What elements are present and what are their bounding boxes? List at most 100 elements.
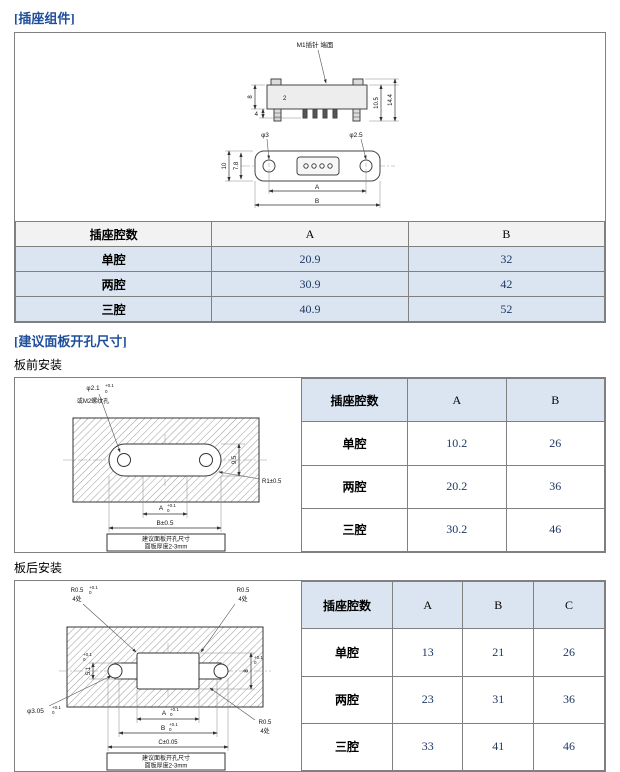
rear-mount-table: 插座腔数 A B C 单腔 13 21 26 两腔 23 31 36: [301, 580, 605, 772]
col-header-cavity: 插座腔数: [301, 580, 393, 630]
cell-cavity: 单腔: [14, 246, 213, 272]
dim-9-5: 9.5: [232, 455, 238, 464]
table-row: 三腔 40.9 52: [14, 296, 606, 322]
phi2-5-leader: [360, 138, 367, 160]
phi3-leader: [266, 138, 271, 160]
cell-cavity: 三腔: [14, 296, 213, 322]
cell-a: 40.9: [211, 296, 409, 322]
cell-cavity: 三腔: [301, 722, 393, 772]
col-header-b: B: [462, 580, 535, 630]
col-header-b: B: [407, 221, 606, 247]
table-row: 两腔 20.2 36: [300, 464, 606, 509]
cell-cavity: 两腔: [301, 675, 393, 724]
tolerance-zero: 0: [83, 657, 86, 662]
front-mount-box: φ2.1 +0.1 0 或M2螺纹孔 9.5 R1±0.5 A +0: [14, 377, 606, 553]
cell-b: 46: [505, 507, 606, 553]
cell-c: 26: [533, 628, 605, 677]
table-row: 单腔 20.9 32: [14, 246, 606, 272]
dim-14-4: 14.4: [388, 94, 394, 106]
dimension-lines-side: [253, 78, 397, 122]
dimension-lines-face: [227, 150, 381, 207]
col-header-a: A: [211, 221, 409, 247]
tolerance-plus: +0.1: [170, 707, 179, 712]
dim-a: A: [162, 710, 167, 717]
tolerance-plus: +0.1: [105, 383, 114, 388]
table-row: 单腔 13 21 26: [301, 628, 605, 677]
datasheet-page: [插座组件]: [14, 11, 606, 772]
dim-10-5: 10.5: [374, 97, 380, 109]
connector-side-view: [266, 78, 368, 122]
dim-a: A: [315, 184, 320, 191]
cell-cavity: 单腔: [300, 421, 409, 466]
tolerance-plus: +0.1: [52, 705, 61, 710]
tolerance-zero: 0: [52, 710, 55, 715]
note-line2: 面板厚度2-3mm: [145, 543, 188, 551]
cell-a: 10.2: [407, 421, 507, 466]
tolerance-zero: 0: [169, 727, 172, 732]
label-phi3-05: φ3.05: [27, 708, 44, 715]
cell-a: 20.9: [211, 246, 409, 272]
tolerance-plus: +0.1: [89, 585, 98, 590]
phi3-05-leader: [48, 675, 112, 707]
r05-bottomright-leader: [209, 687, 256, 721]
label-r1: R1±0.5: [262, 479, 282, 485]
col-header-cavity: 插座腔数: [14, 221, 213, 247]
rear-mount-table-wrap: 插座腔数 A B C 单腔 13 21 26 两腔 23 31 36: [301, 580, 605, 772]
front-mount-drawing: φ2.1 +0.1 0 或M2螺纹孔 9.5 R1±0.5 A +0: [63, 383, 282, 552]
col-header-c: C: [533, 580, 605, 630]
body-mark: 2: [283, 96, 287, 102]
screw-hole-left: [107, 663, 123, 679]
cell-cavity: 两腔: [14, 271, 213, 297]
dim-c: C±0.05: [158, 740, 178, 746]
section-title-socket-assembly: [插座组件]: [14, 11, 75, 26]
cell-b: 26: [505, 421, 606, 466]
note-line2: 面板厚度2-3mm: [145, 762, 188, 770]
col-header-b: B: [505, 377, 606, 423]
socket-assembly-box: 2 M1插针 端面 10.5 14.4 8 4: [14, 32, 606, 323]
label-phi2-1: φ2.1: [86, 385, 100, 392]
cell-c: 36: [533, 675, 605, 724]
cell-b: 32: [407, 246, 606, 272]
tolerance-zero: 0: [254, 660, 257, 665]
r1-leader: [218, 471, 261, 480]
table-row: 两腔 30.9 42: [14, 271, 606, 297]
cell-a: 13: [391, 628, 464, 677]
dim-a: A: [159, 505, 164, 512]
cell-a: 23: [391, 675, 464, 724]
screw-hole-right: [199, 453, 213, 467]
cell-a: 33: [391, 722, 464, 772]
rear-mount-drawing: R0.5 +0.1 0 4处 R0.5 4处 φ3.05 +0.1 0: [27, 585, 272, 771]
cell-b: 36: [505, 464, 606, 509]
subsection-rear-mount: 板后安装: [14, 561, 63, 575]
cutout-center: [136, 652, 200, 690]
cell-b: 31: [462, 675, 535, 724]
section-title-panel-cutout: [建议面板开孔尺寸]: [14, 334, 127, 349]
dim-4: 4: [255, 112, 259, 118]
cell-c: 46: [533, 722, 605, 772]
note-box: [106, 533, 226, 552]
tolerance-plus: +0.1: [83, 652, 92, 657]
pin-label: M1插针 端面: [297, 40, 334, 49]
screw-hole-left: [117, 453, 131, 467]
screw-hole-right: [213, 663, 229, 679]
table-row: 三腔 30.2 46: [300, 507, 606, 553]
label-phi2-5: φ2.5: [349, 132, 363, 139]
dim-b: B: [161, 725, 165, 732]
label-places-topright: 4处: [238, 595, 247, 603]
cell-cavity: 单腔: [301, 628, 393, 677]
front-mount-table-wrap: 插座腔数 A B 单腔 10.2 26 两腔 20.2 36 三腔 30.2: [300, 377, 606, 553]
cell-b: 41: [462, 722, 535, 772]
phi2-1-leader: [98, 393, 121, 453]
col-header-a: A: [407, 377, 507, 423]
tolerance-plus: +0.1: [167, 503, 176, 508]
socket-size-table: 插座腔数 A B 单腔 20.9 32 两腔 30.9 42 三腔 40.9 5…: [14, 221, 606, 322]
connector-face-view: [241, 150, 395, 182]
label-phi3: φ3: [261, 132, 269, 139]
cell-b: 42: [407, 271, 606, 297]
table-header-row: 插座腔数 A B: [14, 221, 606, 247]
extension-lines: [89, 652, 255, 751]
table-header-row: 插座腔数 A B: [300, 377, 606, 423]
dim-5-1: 5.1: [86, 666, 92, 675]
note-line1: 建议面板开孔尺寸: [142, 535, 190, 543]
dimension-lines: [108, 443, 241, 530]
